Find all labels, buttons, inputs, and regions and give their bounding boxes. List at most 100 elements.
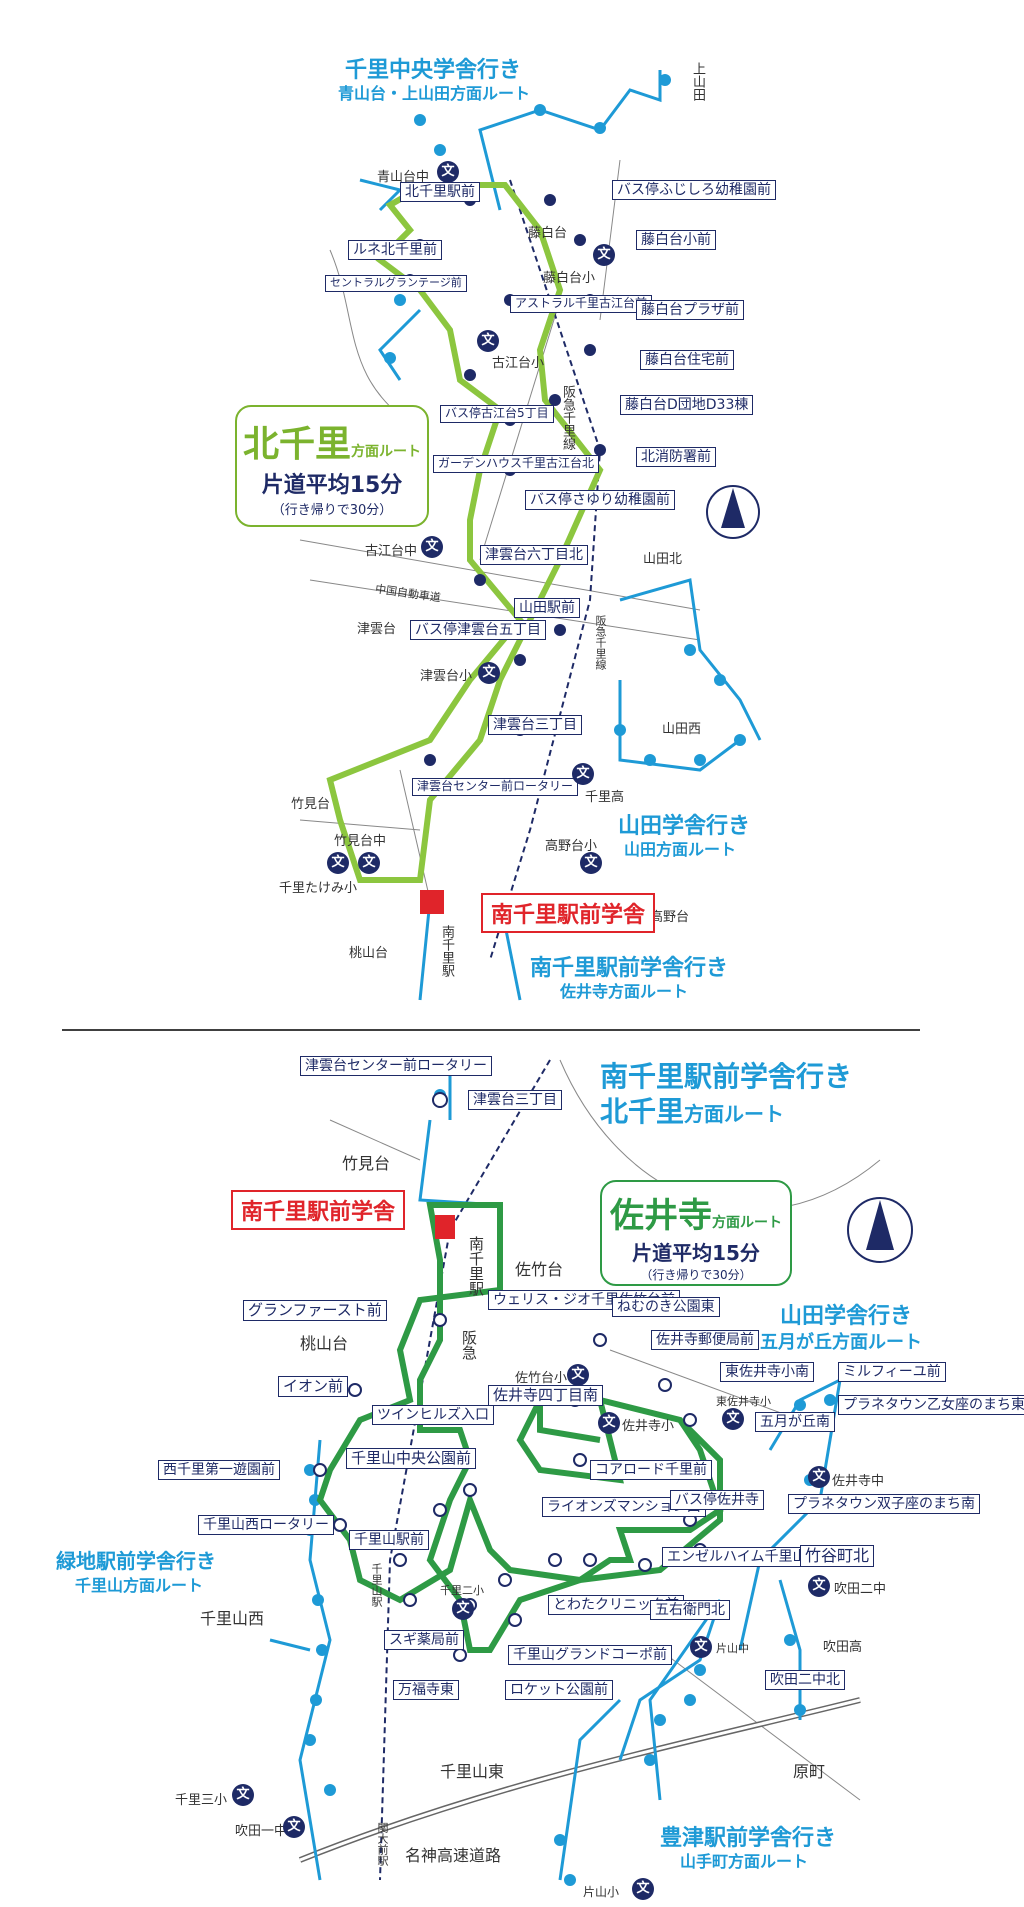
b-stop-tsukumodai3: 津雲台三丁目	[468, 1090, 562, 1111]
place-furuedai-chu: 古江台中	[365, 544, 418, 559]
b-place-hankyu: 阪急	[460, 1330, 478, 1360]
school-icon: 文	[598, 1412, 620, 1434]
top-title-2: 山田学舎行き	[618, 814, 751, 839]
b-place-minamisenri-eki: 南千里駅	[467, 1236, 485, 1296]
top-title-1: 千里中央学舎行き	[345, 58, 522, 83]
b-stop-tsukumodai-center: 津雲台センター前ロータリー	[300, 1056, 492, 1077]
b-place-senri2sho: 千里二小	[440, 1584, 484, 1597]
bottom-route-note: （行き帰りで30分）	[640, 1268, 752, 1282]
bottom-sub-1: 北千里方面ルート	[600, 1090, 784, 1130]
stop-furuedai5: バス停古江台5丁目	[440, 405, 554, 423]
b-stop-satsukigaoka-minami: 五月が丘南	[755, 1412, 835, 1433]
top-route-small: 方面ルート	[351, 444, 421, 460]
b-place-saiji-sho: 佐井寺小	[622, 1419, 675, 1434]
bottom-title-2: 山田学舎行き	[780, 1304, 913, 1329]
b-stop-manpukuji: 万福寺東	[393, 1680, 459, 1701]
b-stop-nishisenri: 西千里第一遊園前	[158, 1460, 280, 1481]
bottom-route-big: 佐井寺	[610, 1196, 712, 1236]
b-stop-bus-saiji: バス停佐井寺	[670, 1490, 764, 1511]
stop-tsukumodai5: バス停津雲台五丁目	[410, 620, 546, 641]
place-hankyu-senri-2: 阪急千里線	[594, 615, 607, 670]
b-stop-lions: ライオンズマンション西	[542, 1497, 706, 1518]
b-stop-planetown-futago: プラネタウン双子座のまち南	[788, 1494, 980, 1515]
top-origin-label: 南千里駅前学舎	[481, 893, 656, 933]
stop-fujishirodai-sho: 藤白台小前	[636, 230, 716, 251]
school-icon: 文	[572, 763, 594, 785]
stop-rune: ルネ北千里前	[348, 240, 442, 261]
stop-central: セントラルグランテージ前	[325, 275, 467, 292]
b-place-senriyama-higashi: 千里山東	[440, 1762, 505, 1781]
b-place-higashi-saiji-sho: 東佐井寺小	[716, 1395, 771, 1408]
place-minamisenri-eki: 南千里駅	[439, 925, 454, 977]
bottom-title-1: 南千里駅前学舎行き	[600, 1060, 853, 1093]
b-place-senriyama-eki: 千里山駅	[370, 1563, 383, 1607]
stop-fujishiro-plaza: 藤白台プラザ前	[636, 300, 744, 321]
b-stop-angel-heim: エンゼルハイム千里山前	[662, 1547, 826, 1568]
stop-kita-shobo: 北消防署前	[636, 447, 716, 468]
place-yamadakita: 山田北	[643, 552, 683, 567]
place-fujishirodai: 藤白台	[528, 226, 568, 241]
place-tsukumodai: 津雲台	[357, 622, 397, 637]
stop-fujishiro: バス停ふじしろ幼稚園前	[612, 180, 776, 201]
stop-sayuri: バス停さゆり幼稚園前	[525, 490, 675, 511]
stop-d-danchi: 藤白台D団地D33棟	[620, 395, 754, 416]
top-sub-2: 山田方面ルート	[624, 840, 737, 859]
place-takanodai: 高野台	[650, 910, 690, 925]
place-yamadanishi: 山田西	[662, 722, 702, 737]
bottom-sub-1-small: 方面ルート	[684, 1102, 785, 1126]
b-stop-planetown-otome: プラネタウン乙女座のまち東	[838, 1395, 1024, 1416]
stop-garden-house: ガーデンハウス千里古江台北	[433, 455, 600, 473]
b-stop-higashi-saiji-sho: 東佐井寺小南	[720, 1362, 814, 1383]
b-stop-grand-corpo: 千里山グランドコーポ前	[508, 1645, 672, 1666]
school-icon: 文	[327, 852, 349, 874]
top-sub-3: 佐井寺方面ルート	[560, 982, 689, 1001]
stop-tsukumodai6: 津雲台六丁目北	[480, 545, 588, 566]
school-icon: 文	[808, 1466, 830, 1488]
b-place-satakedai: 佐竹台	[515, 1260, 564, 1279]
stop-tsukumodai3: 津雲台三丁目	[488, 715, 582, 736]
stop-fujishiro-jutaku: 藤白台住宅前	[640, 350, 734, 371]
bottom-title-4: 豊津駅前学舎行き	[660, 1826, 837, 1851]
school-icon: 文	[567, 1364, 589, 1386]
b-stop-taketani: 竹谷町北	[800, 1545, 875, 1568]
b-place-katayama-sho: 片山小	[583, 1885, 620, 1899]
top-title-3: 南千里駅前学舎行き	[530, 956, 729, 981]
bottom-origin-label: 南千里駅前学舎	[231, 1190, 406, 1230]
bottom-route-time: 片道平均15分	[632, 1241, 760, 1265]
school-icon: 文	[437, 161, 459, 183]
bottom-sub-4: 山手町方面ルート	[680, 1852, 809, 1871]
b-place-meishin: 名神高速道路	[405, 1846, 502, 1865]
b-stop-senriyama-eki: 千里山駅前	[349, 1530, 429, 1551]
school-icon: 文	[632, 1878, 654, 1900]
b-stop-sugi: スギ薬局前	[384, 1630, 464, 1651]
b-stop-core-road: コアロード千里前	[590, 1460, 712, 1481]
bottom-title-3: 緑地駅前学舎行き	[56, 1549, 216, 1573]
b-place-momoyamadai: 桃山台	[300, 1334, 349, 1353]
b-place-katayama-chu: 片山中	[716, 1642, 749, 1655]
stop-kitasenri-eki: 北千里駅前	[400, 182, 480, 203]
bottom-route-small: 方面ルート	[712, 1215, 782, 1231]
place-takemidai-chu: 竹見台中	[334, 834, 387, 849]
place-hankyu-senri-1: 阪急千里線	[560, 385, 575, 450]
b-stop-twin-hills: ツインヒルズ入口	[372, 1405, 494, 1426]
top-route-time: 片道平均15分	[261, 473, 403, 498]
school-icon: 文	[283, 1816, 305, 1838]
school-icon: 文	[593, 244, 615, 266]
b-place-satakedai-sho: 佐竹台小	[515, 1371, 568, 1386]
school-icon: 文	[478, 662, 500, 684]
stop-tsukumodai-center: 津雲台センター前ロータリー	[412, 778, 579, 796]
school-icon: 文	[232, 1784, 254, 1806]
b-stop-senriyama-chuo: 千里山中央公園前	[346, 1448, 477, 1470]
b-place-suita-ko: 吹田高	[823, 1640, 863, 1655]
bottom-sub-2: 五月が丘方面ルート	[760, 1332, 922, 1353]
stop-yamada-eki: 山田駅前	[514, 598, 580, 619]
school-icon: 文	[580, 852, 602, 874]
b-stop-nemunoki: ねむのき公園東	[612, 1297, 720, 1318]
b-place-saiji-chu: 佐井寺中	[832, 1474, 885, 1489]
place-senri-ko: 千里高	[585, 790, 625, 805]
place-tsukumodai-sho: 津雲台小	[420, 669, 473, 684]
b-stop-granfirst: グランファースト前	[243, 1300, 387, 1322]
b-place-senri3sho: 千里三小	[175, 1793, 228, 1808]
place-momoyamadai: 桃山台	[349, 946, 389, 961]
